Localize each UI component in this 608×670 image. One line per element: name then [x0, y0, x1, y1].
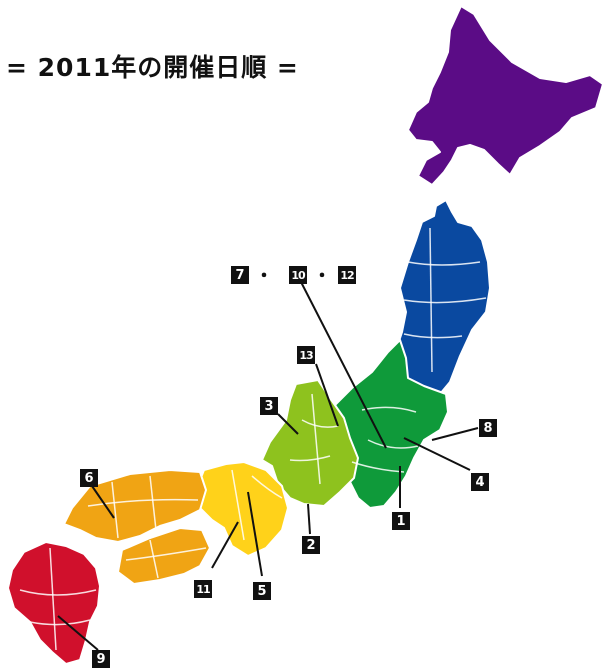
marker-8: 8 [479, 419, 497, 437]
marker-11: 11 [194, 580, 212, 598]
leader-lines [57, 279, 479, 651]
marker-6: 6 [80, 469, 98, 487]
marker-4: 4 [471, 473, 489, 491]
region-chubu [261, 379, 359, 507]
marker-10: 10 [289, 266, 307, 284]
marker-1: 1 [392, 512, 410, 530]
marker-2: 2 [302, 536, 320, 554]
marker-9: 9 [92, 650, 110, 668]
region-hokkaido [407, 5, 604, 186]
marker-13: 13 [297, 346, 315, 364]
marker-7: 7 [231, 266, 249, 284]
marker-12: 12 [338, 266, 356, 284]
marker-separator: ・ [255, 266, 273, 287]
region-kinki [195, 461, 289, 557]
marker-separator: ・ [313, 266, 331, 287]
region-tohoku [393, 199, 491, 395]
prefecture-borders [19, 227, 487, 651]
region-chugoku-shikoku [63, 469, 211, 585]
page-title: = 2011年の開催日順 = [6, 53, 299, 82]
marker-5: 5 [253, 582, 271, 600]
marker-3: 3 [260, 397, 278, 415]
region-kyushu [7, 541, 101, 665]
